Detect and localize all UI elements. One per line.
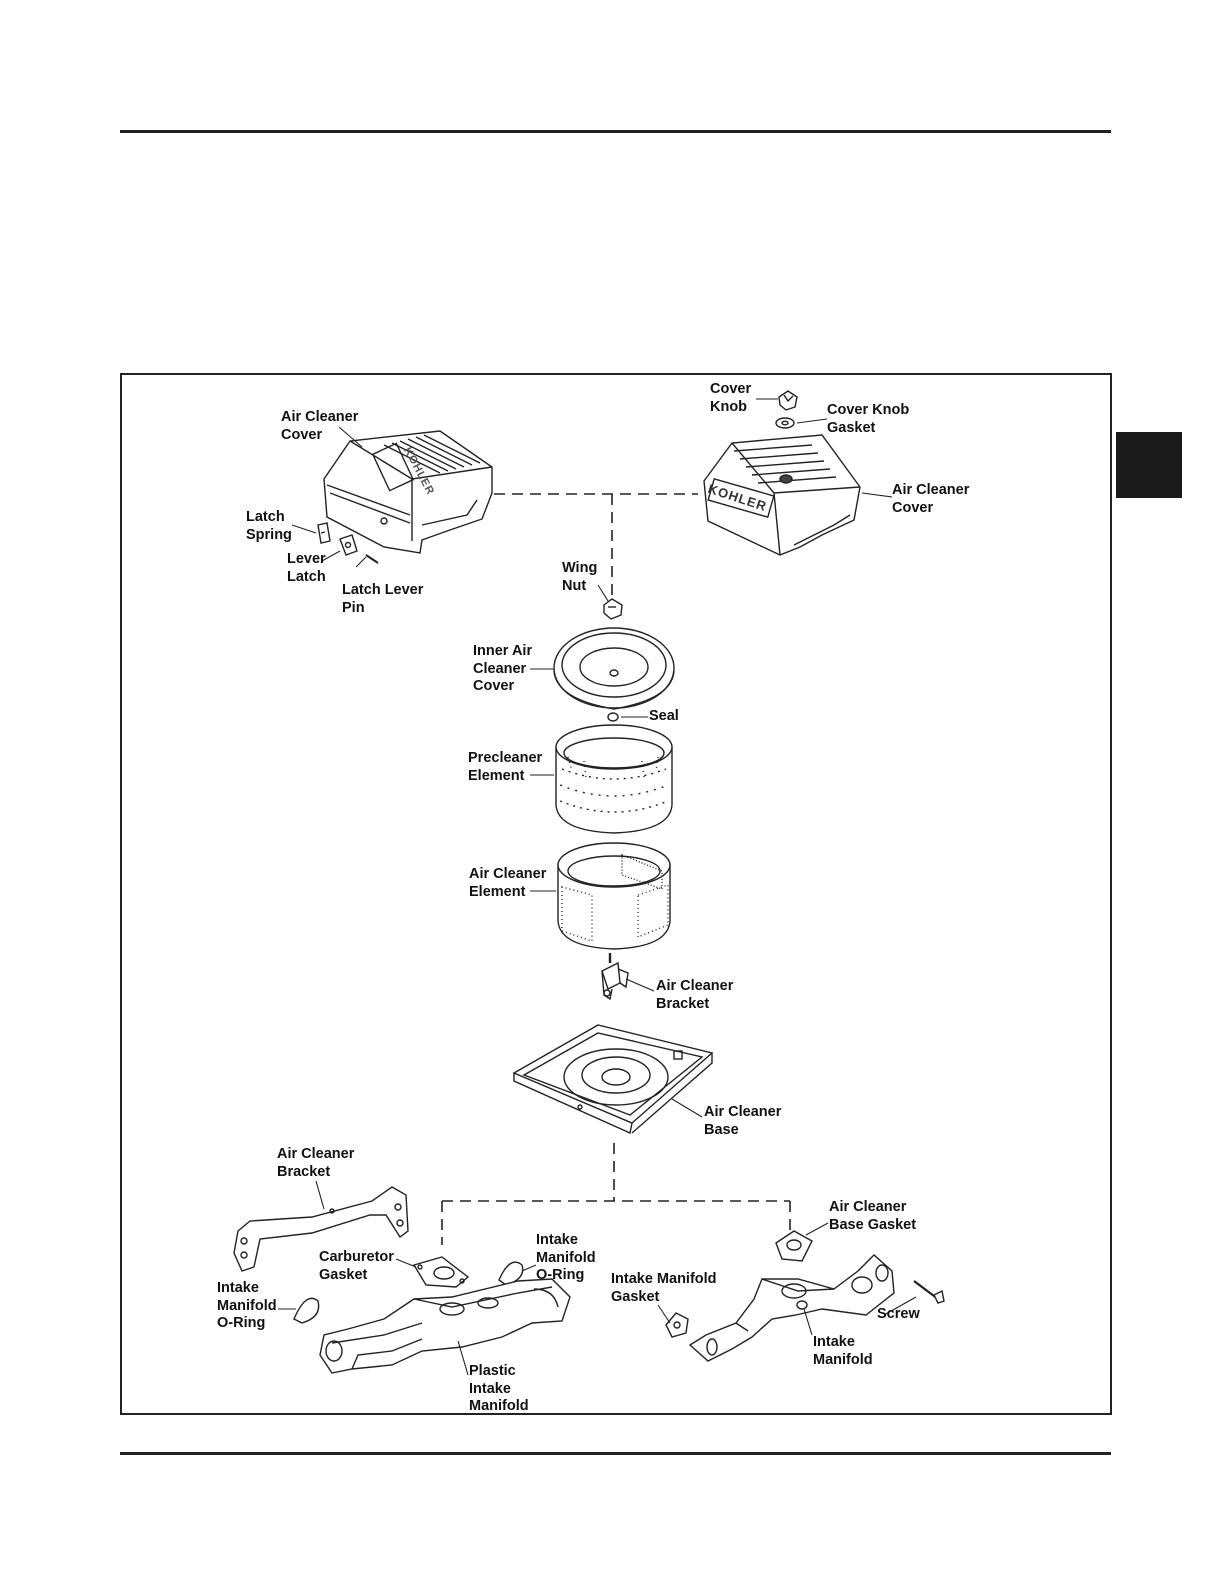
label-intake-manifold-gasket: Intake Manifold Gasket xyxy=(611,1271,717,1305)
intake-manifold xyxy=(688,1254,895,1362)
label-latch-spring: Latch Spring xyxy=(246,509,292,543)
label-air-cleaner-base: Air Cleaner Base xyxy=(704,1104,782,1138)
seal xyxy=(607,712,619,722)
wing-nut xyxy=(603,598,623,620)
label-screw: Screw xyxy=(877,1306,920,1322)
plastic-intake-manifold xyxy=(319,1278,571,1374)
air-cleaner-element xyxy=(557,842,671,950)
latch-spring xyxy=(317,522,331,544)
assembly-dashed-lines xyxy=(441,493,791,1245)
latch-lever-pin xyxy=(365,554,379,564)
carburetor-gasket xyxy=(412,1256,470,1288)
label-air-cleaner-bracket-lower: Air Cleaner Bracket xyxy=(277,1146,355,1180)
section-tab xyxy=(1116,432,1182,498)
inner-air-cleaner-cover xyxy=(553,627,675,710)
air-cleaner-bracket-upper xyxy=(601,953,629,1001)
precleaner-element xyxy=(555,724,673,834)
label-wing-nut: Wing Nut xyxy=(562,560,598,594)
label-latch-lever-pin: Latch Lever Pin xyxy=(342,582,424,616)
label-precleaner-element: Precleaner Element xyxy=(468,750,543,784)
air-cleaner-base xyxy=(512,1024,714,1134)
label-cover-knob: Cover Knob xyxy=(710,381,752,415)
exploded-view-art xyxy=(233,390,945,1376)
label-intake-manifold-o-ring-left: Intake Manifold O-Ring xyxy=(217,1280,277,1331)
label-lever-latch: Lever Latch xyxy=(287,551,326,585)
air-cleaner-bracket-lower xyxy=(233,1186,409,1272)
label-plastic-intake-manifold: Plastic Intake Manifold xyxy=(469,1363,529,1414)
air-cleaner-cover-left xyxy=(323,430,493,554)
air-cleaner-cover-right xyxy=(703,434,861,556)
leader-lines xyxy=(278,398,917,1376)
label-carburetor-gasket: Carburetor Gasket xyxy=(319,1249,394,1283)
label-intake-manifold: Intake Manifold xyxy=(813,1334,873,1368)
label-air-cleaner-element: Air Cleaner Element xyxy=(469,866,547,900)
label-inner-air-cleaner-cover: Inner Air Cleaner Cover xyxy=(473,643,533,694)
footer-rule xyxy=(120,1452,1111,1455)
label-air-cleaner-base-gasket: Air Cleaner Base Gasket xyxy=(829,1199,917,1233)
air-cleaner-base-gasket xyxy=(775,1230,813,1262)
label-intake-manifold-o-ring-mid: Intake Manifold O-Ring xyxy=(536,1232,596,1283)
intake-manifold-gasket xyxy=(665,1312,689,1338)
lever-latch xyxy=(339,534,358,556)
header-rule xyxy=(120,130,1111,133)
cover-knob xyxy=(778,390,798,411)
label-air-cleaner-cover-left: Air Cleaner Cover xyxy=(281,409,359,443)
label-air-cleaner-cover-right: Air Cleaner Cover xyxy=(892,482,970,516)
label-cover-knob-gasket: Cover Knob Gasket xyxy=(827,402,910,436)
exploded-diagram-frame: KOHLER KOHLER Air Cleaner Cover Cover Kn… xyxy=(120,373,1112,1415)
screw xyxy=(913,1280,945,1304)
cover-knob-gasket xyxy=(775,417,795,429)
label-air-cleaner-bracket-upper: Air Cleaner Bracket xyxy=(656,978,734,1012)
label-seal: Seal xyxy=(649,708,679,724)
intake-manifold-o-ring-left xyxy=(293,1297,320,1324)
